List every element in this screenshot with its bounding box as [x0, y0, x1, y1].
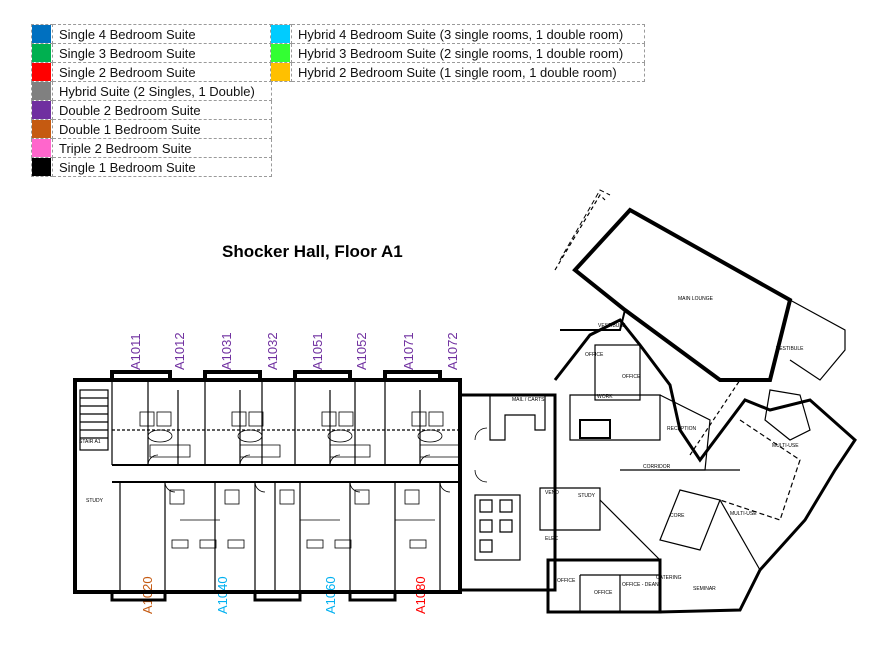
- room-work: WORK: [597, 394, 613, 400]
- room-vend: VEND: [545, 490, 559, 496]
- legend-entry: Single 3 Bedroom Suite: [31, 43, 272, 63]
- legend-swatch-cell: [270, 62, 292, 82]
- room-seminar: SEMINAR: [693, 586, 716, 592]
- legend-swatch-cell: [31, 24, 53, 44]
- room-mail: MAIL / CARTS: [512, 397, 545, 403]
- legend-swatch: [32, 25, 51, 43]
- legend-right: Hybrid 4 Bedroom Suite (3 single rooms, …: [270, 24, 645, 82]
- legend-swatch: [32, 120, 51, 138]
- legend-swatch: [32, 63, 51, 81]
- legend-entry: Single 1 Bedroom Suite: [31, 157, 272, 177]
- legend-swatch-cell: [270, 43, 292, 63]
- legend-entry: Single 2 Bedroom Suite: [31, 62, 272, 82]
- room-multi-use-2: MULTI-USE: [730, 511, 757, 517]
- legend-label: Triple 2 Bedroom Suite: [52, 138, 272, 158]
- legend-swatch-cell: [270, 24, 292, 44]
- legend-entry: Hybrid 3 Bedroom Suite (2 single rooms, …: [270, 43, 645, 63]
- room-office-1: OFFICE: [585, 352, 604, 358]
- legend-label: Hybrid 2 Bedroom Suite (1 single room, 1…: [291, 62, 645, 82]
- legend-label: Hybrid 3 Bedroom Suite (2 single rooms, …: [291, 43, 645, 63]
- room-multi-use-1: MULTI-USE: [772, 443, 799, 449]
- floor-plan-walls: [73, 189, 857, 614]
- legend-swatch-cell: [31, 157, 53, 177]
- west-wing-outline: [73, 378, 462, 594]
- legend-entry: Hybrid 4 Bedroom Suite (3 single rooms, …: [270, 24, 645, 44]
- legend-entry: Hybrid 2 Bedroom Suite (1 single room, 1…: [270, 62, 645, 82]
- legend-swatch-cell: [31, 62, 53, 82]
- room-study-1: STUDY: [86, 498, 104, 504]
- room-elec: ELEC: [545, 536, 558, 542]
- legend-swatch: [32, 139, 51, 157]
- floor-title: Shocker Hall, Floor A1: [222, 242, 403, 261]
- legend-swatch: [271, 63, 290, 81]
- legend-label: Double 2 Bedroom Suite: [52, 100, 272, 120]
- room-corridor: CORRIDOR: [643, 464, 671, 470]
- room-study-2: STUDY: [578, 493, 596, 499]
- legend-label: Hybrid 4 Bedroom Suite (3 single rooms, …: [291, 24, 645, 44]
- room-office-2: OFFICE: [622, 374, 641, 380]
- room-catering: CATERING: [656, 575, 682, 581]
- room-main-lounge: MAIN LOUNGE: [678, 296, 714, 302]
- room-labels: MAIN LOUNGE VESTIBULE VESTIBULE OFFICE O…: [79, 296, 804, 596]
- room-vestibule-2: VESTIBULE: [776, 346, 804, 352]
- legend-swatch-cell: [31, 138, 53, 158]
- room-office-dean: OFFICE - DEAN: [622, 582, 659, 588]
- legend-entry: Triple 2 Bedroom Suite: [31, 138, 272, 158]
- legend-swatch: [32, 82, 51, 100]
- legend-swatch: [271, 25, 290, 43]
- room-office-3: OFFICE: [557, 578, 576, 584]
- legend-entry: Double 2 Bedroom Suite: [31, 100, 272, 120]
- room-stair: STAIR A1: [79, 439, 101, 445]
- legend-swatch: [271, 44, 290, 62]
- legend-swatch: [32, 101, 51, 119]
- room-core: CORE: [670, 513, 685, 519]
- room-office-4: OFFICE: [594, 590, 613, 596]
- legend-swatch: [32, 158, 51, 176]
- legend-label: Single 1 Bedroom Suite: [52, 157, 272, 177]
- legend-swatch: [32, 44, 51, 62]
- room-reception: RECEPTION: [667, 426, 697, 432]
- room-vestibule-1: VESTIBULE: [598, 323, 626, 329]
